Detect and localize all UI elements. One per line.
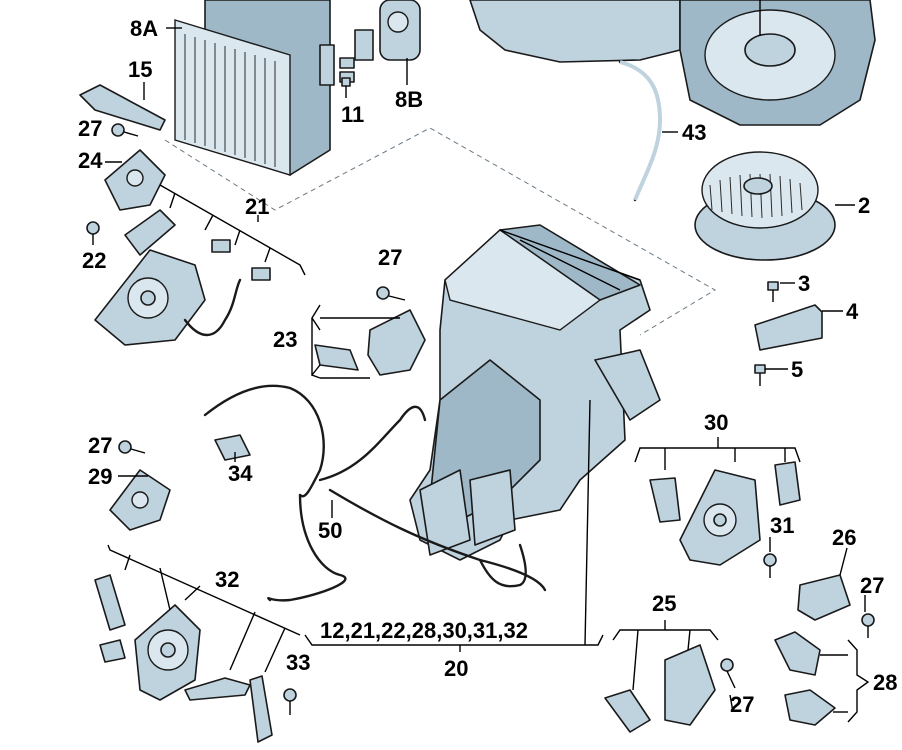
blower-motor xyxy=(694,151,836,261)
screw-5 xyxy=(754,364,766,386)
actuator-25 xyxy=(604,644,716,733)
actuator-26 xyxy=(797,574,851,621)
refrigerant-hose-inner xyxy=(619,60,663,201)
label-33: 33 xyxy=(286,650,310,675)
label-24: 24 xyxy=(78,148,103,173)
refrigerant-hose xyxy=(618,60,662,202)
label-3: 3 xyxy=(798,271,810,296)
actuator-23 xyxy=(314,309,426,376)
label-30: 30 xyxy=(704,410,728,435)
label-27-a: 27 xyxy=(78,116,102,141)
label-29: 29 xyxy=(88,464,112,489)
label-8b: 8B xyxy=(395,87,423,112)
label-group-12-32: 12,21,22,28,30,31,32 xyxy=(320,618,528,643)
label-43: 43 xyxy=(682,120,706,145)
flap-motor-assembly xyxy=(94,209,271,346)
label-25: 25 xyxy=(652,591,676,616)
levers-28 xyxy=(774,631,836,726)
callout-labels: 8A 15 27 24 21 22 11 8B 43 2 3 4 5 27 23… xyxy=(78,16,897,717)
screw-27-right xyxy=(861,613,875,638)
label-15: 15 xyxy=(128,57,152,82)
screw-27-center xyxy=(376,286,406,301)
label-5: 5 xyxy=(791,357,803,382)
screw-27-top-left xyxy=(111,123,139,137)
label-28: 28 xyxy=(873,670,897,695)
flap-motor-assembly-32 xyxy=(94,574,273,743)
label-32: 32 xyxy=(215,567,239,592)
screw-11 xyxy=(341,77,351,98)
screw-22 xyxy=(86,221,100,245)
label-21: 21 xyxy=(245,194,269,219)
connector-34 xyxy=(214,434,251,461)
screw-27-left-mid xyxy=(118,440,146,454)
bracket-15 xyxy=(79,84,166,131)
label-23: 23 xyxy=(273,327,297,352)
label-27-e: 27 xyxy=(730,692,754,717)
screw-31 xyxy=(763,553,777,578)
actuator-24 xyxy=(104,149,166,211)
label-27-d: 27 xyxy=(860,573,884,598)
cover-4 xyxy=(754,304,823,351)
label-27-c: 27 xyxy=(88,433,112,458)
label-26: 26 xyxy=(832,525,856,550)
flap-motor-assembly-30 xyxy=(649,461,801,566)
label-20: 20 xyxy=(444,656,468,681)
wiring-harness xyxy=(203,384,547,602)
label-50: 50 xyxy=(318,518,342,543)
label-2: 2 xyxy=(858,193,870,218)
leader-lines xyxy=(105,27,870,723)
screw-27-bottom xyxy=(720,658,736,689)
screw-3 xyxy=(767,281,779,302)
label-8a: 8A xyxy=(130,16,158,41)
expansion-valve xyxy=(339,0,421,83)
label-31: 31 xyxy=(770,513,794,538)
label-34: 34 xyxy=(228,461,253,486)
label-11: 11 xyxy=(341,102,364,127)
screw-33 xyxy=(283,688,297,715)
label-4: 4 xyxy=(846,299,859,324)
heater-housing xyxy=(409,224,661,561)
upper-housing xyxy=(469,0,876,126)
evaporator-core xyxy=(174,0,335,176)
label-27-b: 27 xyxy=(378,245,402,270)
actuator-29 xyxy=(109,469,171,531)
label-22: 22 xyxy=(82,248,106,273)
